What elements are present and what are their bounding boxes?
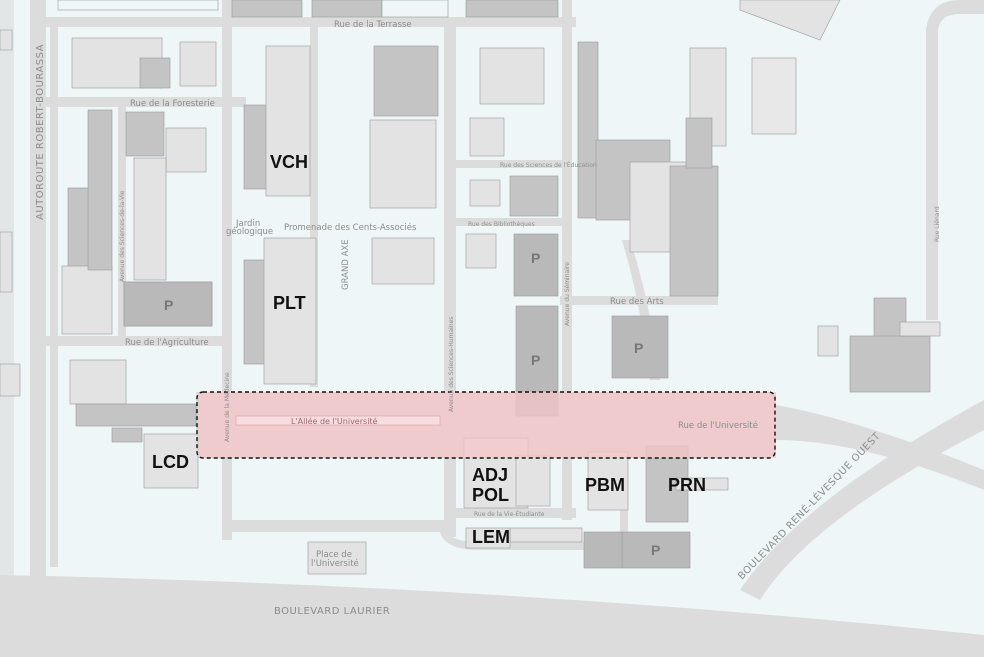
label-av-seminaire: Avenue du Séminaire <box>564 262 571 326</box>
pavilion-labels[interactable]: VCH PLT LCD ADJ POL PBM PRN LEM <box>152 152 706 547</box>
parking-lot-arts <box>611 315 669 379</box>
label-rue-agriculture: Rue de l'Agriculture <box>125 338 209 348</box>
parking-lot-lem-west <box>583 531 623 569</box>
label-bd-laurier: BOULEVARD LAURIER <box>274 606 390 617</box>
pavilion-plt: PLT <box>273 293 306 313</box>
parking-labels: P P P P P <box>164 250 660 558</box>
label-place-2: l'Université <box>311 558 359 569</box>
label-av-sciences-humaines: Avenue des Sciences-Humaines <box>448 317 455 412</box>
pavilion-adj: ADJ <box>472 465 508 485</box>
buildings <box>0 0 941 575</box>
label-promenade: Promenade des Cents-Associés <box>284 222 417 233</box>
label-rue-universite: Rue de l'Université <box>678 420 758 431</box>
pavilion-pbm: PBM <box>585 475 625 495</box>
label-rue-foresterie: Rue de la Foresterie <box>130 99 215 109</box>
label-allee: L'Allée de l'Université <box>291 416 378 426</box>
label-autoroute: AUTOROUTE ROBERT-BOURASSA <box>35 44 46 220</box>
parking-p-seminaire: P <box>531 352 540 368</box>
pavilion-prn: PRN <box>668 475 706 495</box>
parking-p-lem: P <box>651 542 660 558</box>
label-rue-terrasse: Rue de la Terrasse <box>334 20 412 30</box>
label-rue-vie-etudiante: Rue de la Vie-Étudiante <box>474 510 545 518</box>
pavilion-lem: LEM <box>472 527 510 547</box>
label-place-1: Place de <box>316 550 352 560</box>
label-rue-lienard: Rue Liénard <box>934 206 941 242</box>
label-rue-arts: Rue des Arts <box>610 297 664 307</box>
label-jardin-1: Jardin <box>235 219 260 229</box>
label-rue-bibliotheques: Rue des Bibliothèques <box>468 221 535 228</box>
parking-p-agriculture: P <box>164 297 173 313</box>
label-rue-sciences-education: Rue des Sciences de l'Éducation <box>500 161 597 169</box>
parking-lot-bibliotheques <box>513 233 559 297</box>
label-jardin-2: géologique <box>226 226 273 237</box>
label-grand-axe: GRAND AXE <box>341 239 351 290</box>
highlighted-zone[interactable] <box>196 391 776 459</box>
allee-bar <box>235 415 441 426</box>
parking-lot-agriculture <box>123 281 213 327</box>
pavilion-pol: POL <box>472 485 509 505</box>
pavilion-vch: VCH <box>270 152 308 172</box>
parking-p-bibliotheques: P <box>531 250 540 266</box>
label-av-sciences-vie: Avenue des Sciences-de-la-Vie <box>119 190 126 282</box>
parking-p-arts: P <box>634 340 643 356</box>
label-av-medecine: Avenue de la Médecine <box>224 372 231 442</box>
pavilion-lcd: LCD <box>152 452 189 472</box>
